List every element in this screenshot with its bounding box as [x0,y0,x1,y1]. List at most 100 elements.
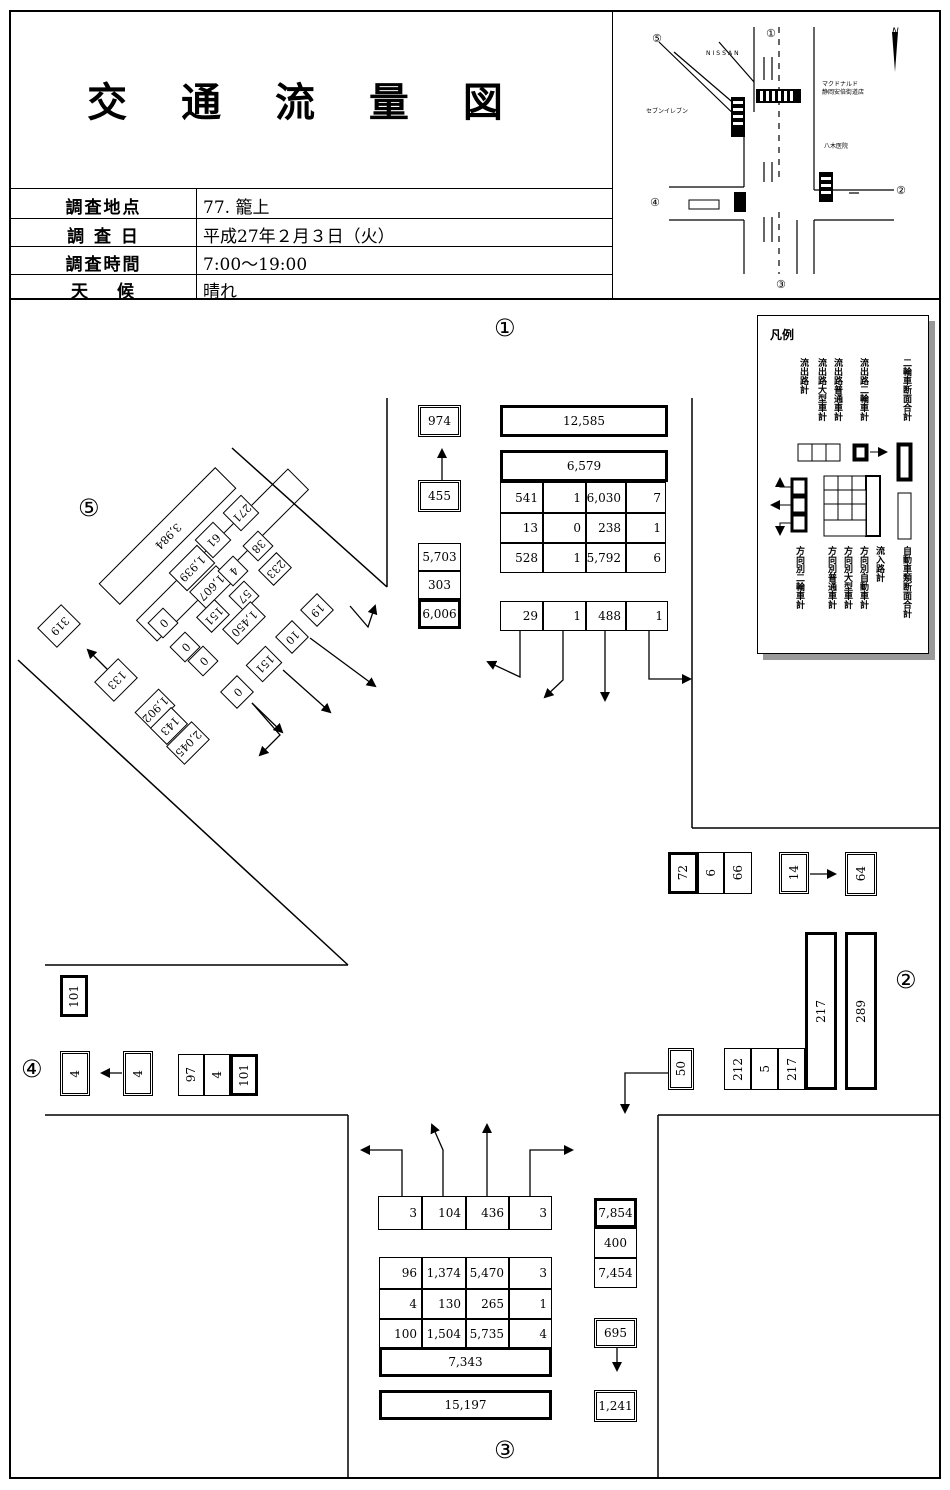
minimap-label-5: ⑤ [652,32,662,45]
north-dir-bike-1: 1 [543,601,586,631]
info-row-line-2 [10,246,613,247]
south-cell-r1c3: 1 [509,1289,552,1319]
west-row-0-text: 97 [184,1067,198,1083]
west-bike-cross-text: 4 [68,1069,82,1078]
east-in-2: 217 [778,1048,805,1090]
north-cross-bike: 974 [418,405,461,437]
north-cell-r1c2: 238 [586,513,626,543]
minimap-label-4: ④ [650,196,660,209]
legend-box: 凡例 流出路計 流出路大型車計 流出路普通車計 流出路二輪車計 二輪車断面合計 … [757,315,929,654]
info-row-line-3 [10,274,613,275]
north-cross-total: 12,585 [500,405,668,437]
west-top: 101 [60,975,88,1017]
south-cell-r1c2: 265 [466,1289,509,1319]
east-in-0-text: 212 [730,1057,745,1081]
west-row-1: 4 [204,1054,230,1096]
header-divider [9,298,941,300]
south-bike-cross: 1,241 [594,1390,637,1422]
weather-label: 天 候 [71,282,136,302]
north-cell-r0c3: 7 [626,482,666,513]
east-in-1: 5 [751,1048,778,1090]
north-dir-bike-2: 488 [586,601,626,631]
north-cell-r2c1: 1 [543,543,586,573]
legend-bottom-1: 方向別普通車計 [826,546,836,609]
east-out-large-text: 6 [704,869,718,877]
east-out-large: 6 [698,852,724,894]
time-value: 7:00～19:00 [203,255,308,275]
north-cell-r0c1: 1 [543,482,586,513]
legend-bottom-0: 方向別二輪車計 [794,546,804,609]
north-inflow-total: 6,579 [500,450,668,482]
legend-bottom-2: 方向別大型車計 [842,546,852,609]
west-row-2-text: 101 [237,1063,251,1087]
nw-grid-4-text: 4 [225,563,241,579]
minimap-seven: セブンイレブン [646,107,688,115]
west-bike-in: 4 [123,1051,153,1096]
nw-dir-bike-0-text: 0 [229,684,245,700]
nw-dir-bike-1-text: 151 [251,651,277,677]
info-table-top [10,188,613,189]
east-bike-left: 50 [668,1048,694,1090]
south-cell-r2c2: 5,735 [466,1319,509,1349]
east-bike-in: 14 [779,852,809,894]
legend-top-2: 流出路普通車計 [832,358,842,421]
north-cell-r2c0: 528 [500,543,543,573]
legend-top-1: 流出路大型車計 [816,358,826,421]
east-cross-total: 289 [845,932,877,1090]
east-out-total: 72 [668,852,698,894]
header-vertical-divider [612,10,613,299]
south-cross-total: 15,197 [379,1390,552,1420]
west-row-1-text: 4 [210,1071,224,1079]
south-cell-r0c2: 5,470 [466,1257,509,1289]
weather-value: 晴れ [203,282,237,302]
south-dir-bike-2: 436 [466,1196,509,1230]
south-outflow-ordinary: 7,454 [594,1258,637,1288]
east-inflow-total: 217 [805,932,837,1090]
legend-graphic [770,442,913,540]
north-cell-r0c2: 6,030 [586,482,626,513]
legend-top-0: 流出路計 [798,358,808,394]
minimap-mcdonalds-2: 静岡安倍街道店 [822,88,864,96]
east-bike-left-text: 50 [674,1061,688,1077]
minimap-label-2: ② [896,184,906,197]
legend-bottom-4: 流入路計 [874,546,884,582]
page-title: 交 通 流 量 図 [87,80,523,126]
north-dir-bike-3: 1 [626,601,668,631]
legend-title: 凡例 [770,328,795,342]
info-col-line [196,188,197,299]
north-outflow-total: 6,006 [418,599,461,629]
approach-label-north: ① [494,314,516,342]
north-cell-r0c0: 541 [500,482,543,513]
approach-label-west: ④ [21,1055,43,1083]
south-cell-r2c1: 1,504 [422,1319,466,1349]
intersection-minimap: N ① ② ③ ④ ⑤ NISSAN マクドナルド 静岡安倍街道店 セブンイレブ… [646,27,906,291]
date-label: 調 査 日 [67,227,140,247]
minimap-label-1: ① [766,27,776,40]
south-cell-r0c3: 3 [509,1257,552,1289]
east-in-2-text: 217 [784,1057,799,1081]
south-cell-r1c0: 4 [379,1289,422,1319]
south-cell-r0c0: 96 [379,1257,422,1289]
minimap-north: N [892,27,899,37]
north-cell-r2c2: 5,792 [586,543,626,573]
east-in-1-text: 5 [757,1065,772,1073]
nw-grid-1-text: 61 [203,530,223,550]
approach-label-northwest: ⑤ [78,494,100,522]
south-inflow-total: 7,343 [379,1347,552,1377]
minimap-label-3: ③ [776,278,786,291]
south-bike-in: 695 [594,1318,637,1348]
east-bike-in-text: 14 [787,865,801,881]
north-outflow-large: 303 [418,571,461,599]
time-label: 調査時間 [65,255,142,275]
east-cross-total-text: 289 [854,999,868,1023]
west-top-text: 101 [67,984,81,1008]
north-bike-in: 455 [418,480,461,512]
west-row-0: 97 [178,1054,204,1096]
nw-zero-1-text: 0 [177,639,193,655]
east-bike-cross: 64 [845,852,877,896]
nw-bike-cross-text: 319 [46,613,72,639]
north-dir-bike-0: 29 [500,601,543,631]
south-dir-bike-3: 3 [509,1196,552,1230]
south-cell-r2c0: 100 [379,1319,422,1349]
